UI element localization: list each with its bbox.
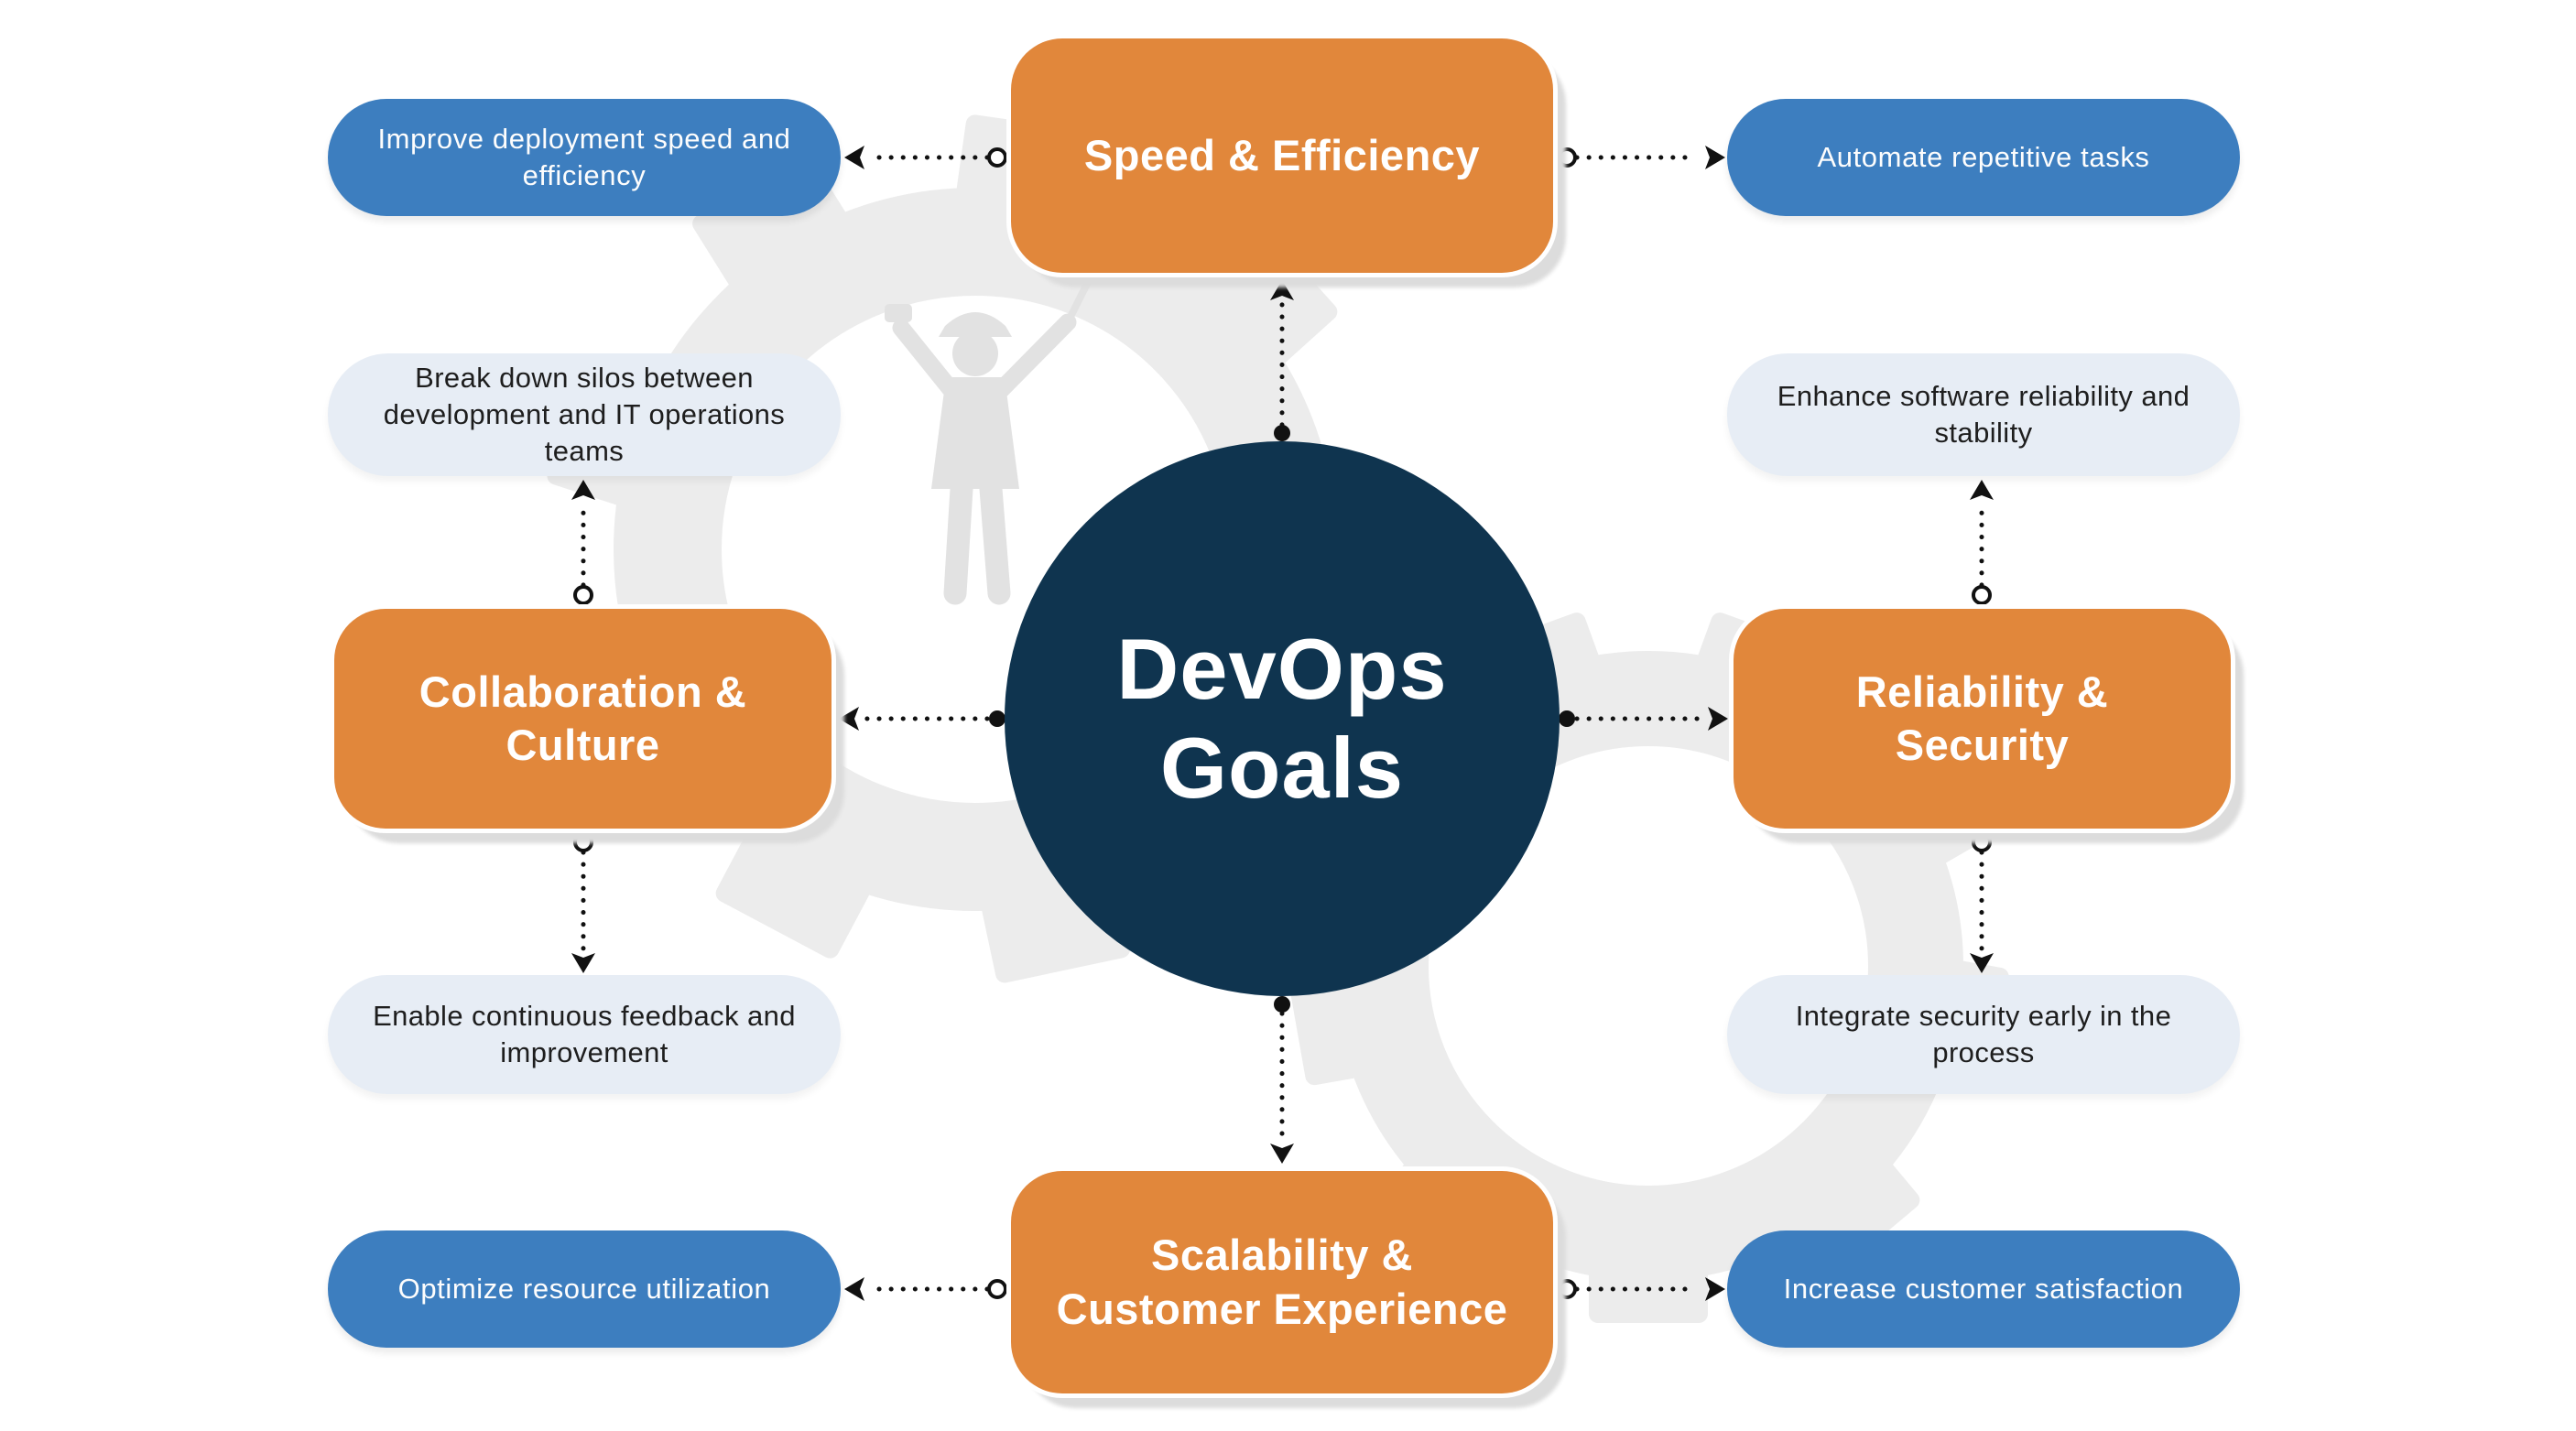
category-label-reliability: Reliability & Security bbox=[1855, 667, 2109, 769]
detail-label-automate-tasks: Automate repetitive tasks bbox=[1817, 140, 2150, 173]
connector-hub-to-speed bbox=[1270, 280, 1294, 441]
detail-label-enhance-reliability: Enhance software reliability and stabili… bbox=[1777, 379, 2190, 449]
detail-label-optimize-resources: Optimize resource utilization bbox=[397, 1272, 771, 1305]
connector-scalability-to-satisfaction bbox=[1557, 1277, 1725, 1301]
detail-pill-enhance-reliability: Enhance software reliability and stabili… bbox=[1727, 353, 2240, 476]
center-circle-devops-goals: DevOps Goals bbox=[1005, 441, 1560, 996]
detail-pill-break-silos: Break down silos between development and… bbox=[328, 353, 841, 476]
category-box-collaboration-culture: Collaboration & Culture bbox=[334, 609, 831, 829]
connector-scalability-to-optimize bbox=[844, 1277, 1007, 1301]
connector-collaboration-to-feedback bbox=[571, 832, 595, 973]
category-label-collaboration: Collaboration & Culture bbox=[418, 667, 747, 769]
detail-pill-customer-satisfaction: Increase customer satisfaction bbox=[1727, 1230, 2240, 1348]
connector-speed-to-improve bbox=[844, 146, 1007, 169]
connector-speed-to-automate bbox=[1557, 146, 1725, 169]
category-box-reliability-security: Reliability & Security bbox=[1734, 609, 2231, 829]
detail-label-break-silos: Break down silos between development and… bbox=[383, 361, 786, 468]
connector-reliability-to-integrate bbox=[1970, 832, 1994, 973]
engineer-silhouette-icon bbox=[885, 271, 1095, 605]
connector-reliability-to-enhance bbox=[1970, 480, 1994, 605]
detail-pill-integrate-security: Integrate security early in the process bbox=[1727, 975, 2240, 1094]
detail-label-customer-satisfaction: Increase customer satisfaction bbox=[1783, 1272, 2184, 1305]
detail-pill-automate-tasks: Automate repetitive tasks bbox=[1727, 99, 2240, 216]
detail-pill-improve-deployment: Improve deployment speed and efficiency bbox=[328, 99, 841, 216]
connectors bbox=[571, 146, 1994, 1301]
detail-pill-optimize-resources: Optimize resource utilization bbox=[328, 1230, 841, 1348]
connector-hub-to-collaboration bbox=[839, 707, 1005, 731]
connector-hub-to-scalability bbox=[1270, 996, 1294, 1164]
category-label-speed: Speed & Efficiency bbox=[1083, 130, 1481, 179]
detail-pill-continuous-feedback: Enable continuous feedback and improveme… bbox=[328, 975, 841, 1094]
category-label-scalability: Scalability & Customer Experience bbox=[1056, 1230, 1508, 1333]
detail-label-improve-deployment: Improve deployment speed and efficiency bbox=[377, 122, 791, 191]
category-box-scalability-customer-experience: Scalability & Customer Experience bbox=[1011, 1171, 1553, 1393]
connector-collaboration-to-silos bbox=[571, 480, 595, 605]
category-box-speed-efficiency: Speed & Efficiency bbox=[1011, 38, 1553, 273]
center-label: DevOps Goals bbox=[1116, 620, 1448, 816]
connector-hub-to-reliability bbox=[1559, 707, 1728, 731]
detail-label-continuous-feedback: Enable continuous feedback and improveme… bbox=[373, 999, 796, 1068]
detail-label-integrate-security: Integrate security early in the process bbox=[1795, 999, 2172, 1068]
